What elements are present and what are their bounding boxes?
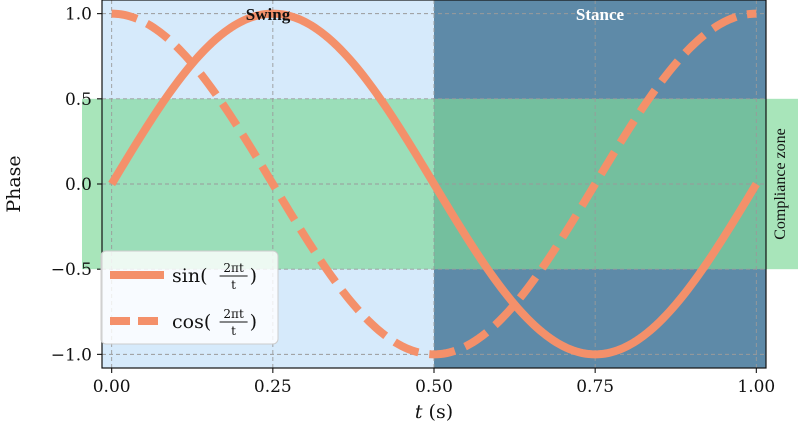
legend-frac-num: 2πt bbox=[223, 261, 244, 275]
x-tick-label: 1.00 bbox=[737, 377, 775, 397]
y-axis-label: Phase bbox=[3, 155, 25, 212]
y-tick-label: 1.0 bbox=[65, 5, 92, 25]
x-tick-label: 0.50 bbox=[415, 377, 453, 397]
series-cos-line bbox=[111, 9, 757, 359]
region-label-stance: Stance bbox=[576, 5, 625, 24]
legend-label-close: ) bbox=[250, 311, 257, 333]
y-tick-label: 0.5 bbox=[65, 90, 92, 110]
y-tick-label: −1.0 bbox=[51, 345, 92, 365]
compliance-band-label: Compliance zone bbox=[772, 128, 789, 240]
region-label-swing: Swing bbox=[246, 5, 291, 24]
x-tick-label: 0.00 bbox=[93, 377, 131, 397]
legend-frac-den: t bbox=[231, 324, 236, 338]
legend-label-sin: sin( bbox=[172, 265, 207, 287]
x-axis-label: t (s) bbox=[415, 401, 453, 423]
x-tick-label: 0.75 bbox=[576, 377, 614, 397]
x-tick-label: 0.25 bbox=[254, 377, 292, 397]
y-tick-label: −0.5 bbox=[51, 260, 92, 280]
legend-frac-num: 2πt bbox=[223, 307, 244, 321]
legend-label-close: ) bbox=[250, 265, 257, 287]
legend-label-cos: cos( bbox=[172, 311, 211, 333]
y-tick-label: 0.0 bbox=[65, 175, 92, 195]
legend-frac-den: t bbox=[231, 278, 236, 292]
series-sin-line bbox=[108, 9, 760, 359]
